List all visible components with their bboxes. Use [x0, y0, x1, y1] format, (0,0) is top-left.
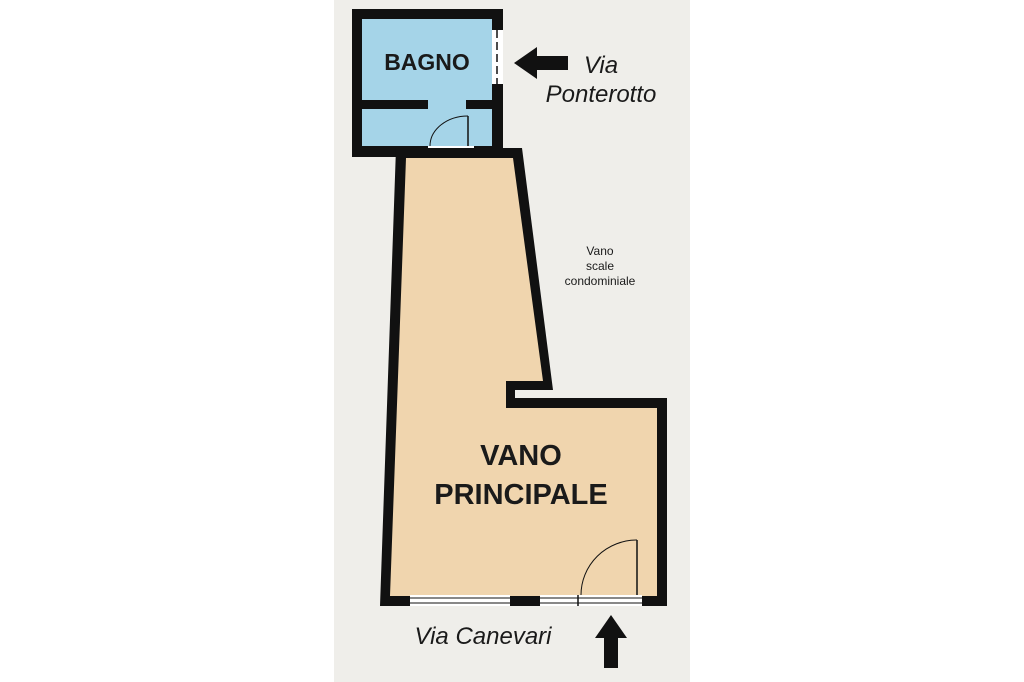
bathroom-label: BAGNO: [384, 49, 470, 75]
street-bottom: Via Canevari: [415, 623, 553, 650]
main-room-label-line1: VANO: [480, 440, 562, 472]
main-entrance-gap: [540, 595, 642, 606]
main-room-floor: [390, 158, 657, 596]
street-top-line1: Via: [584, 52, 618, 79]
bathroom-floor: [362, 19, 492, 146]
stairwell-note-line3: condominiale: [565, 274, 636, 288]
bathroom-partition-right: [466, 100, 492, 109]
bathroom-door-swing: [429, 115, 469, 147]
arrow-up-icon: [595, 615, 627, 668]
main-room-label-line2: PRINCIPALE: [434, 479, 607, 511]
main-door-swing: [580, 539, 638, 596]
arrow-left-icon: [514, 47, 568, 79]
bathroom-partition-left: [362, 100, 428, 109]
bathroom-room: [352, 9, 503, 157]
stairwell-note-line2: scale: [586, 259, 614, 273]
main-room: [380, 148, 667, 606]
street-top-line2: Ponterotto: [546, 81, 657, 108]
stairwell-note-line1: Vano: [586, 244, 613, 258]
main-window-left: [410, 595, 510, 606]
